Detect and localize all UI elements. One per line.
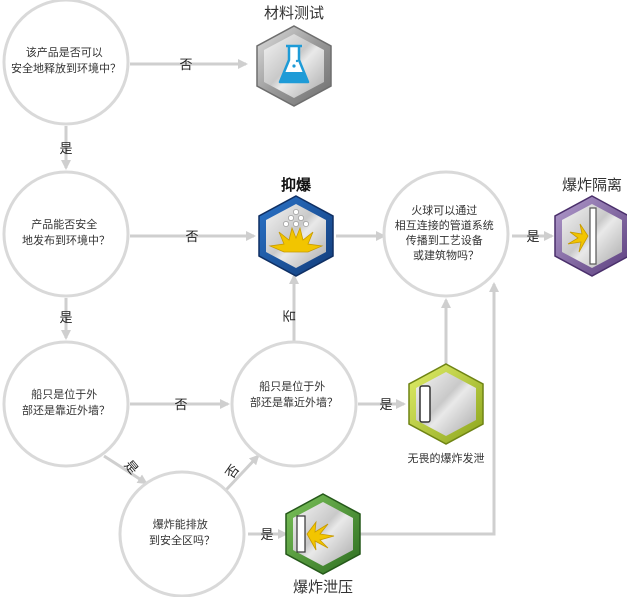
q3-line-2: 部还是靠近外墙？ xyxy=(22,403,110,417)
venting-caption: 爆炸泄压 xyxy=(293,578,353,596)
label-q4-no: 否 xyxy=(283,309,298,322)
svg-text:船只是位于外 部还是靠近外墙？: 船只是位于外 部还是靠近外墙？ xyxy=(22,387,110,417)
isolation-caption: 爆炸隔离 xyxy=(562,176,622,194)
decision-q2: 产品能否安全 地发布到环境中？ xyxy=(2,170,130,298)
suppression-burst-icon xyxy=(268,209,324,253)
flameless-venting-caption: 无畏的爆炸发泄 xyxy=(408,451,485,465)
vent-burst-icon xyxy=(296,515,335,553)
q5-line-2: 到安全区吗？ xyxy=(149,533,215,547)
label-q3-yes: 是 xyxy=(121,458,141,478)
outcome-venting: 爆炸泄压 xyxy=(285,493,361,596)
outcome-flameless-venting: 无畏的爆炸发泄 xyxy=(408,363,485,465)
svg-text:爆炸能排放 到安全区吗？: 爆炸能排放 到安全区吗？ xyxy=(149,517,215,547)
outcome-material-testing: 材料测试 xyxy=(256,4,332,107)
label-q1-no: 否 xyxy=(179,58,192,73)
edge-q5-to-q4 xyxy=(224,454,260,492)
material-testing-caption: 材料测试 xyxy=(264,4,324,22)
q5-line-1: 爆炸能排放 xyxy=(153,517,208,531)
svg-text:船只是位于外 部还是靠近外墙？: 船只是位于外 部还是靠近外墙？ xyxy=(250,379,338,409)
q1-line-2: 安全地释放到环境中？ xyxy=(11,61,121,75)
label-q5-no: 否 xyxy=(223,462,243,481)
svg-text:火球可以通过 相互连接的管道系统 传: 火球可以通过 相互连接的管道系统 传播到工艺设备 或建筑物吗？ xyxy=(395,203,498,262)
isolation-valve-icon xyxy=(567,207,597,265)
q6-line-1: 火球可以通过 xyxy=(411,203,477,217)
label-q1-yes: 是 xyxy=(59,142,72,157)
q6-line-3: 传播到工艺设备 xyxy=(406,233,483,247)
flameless-vent-icon xyxy=(419,385,431,423)
svg-text:产品能否安全 地发布到环境中？: 产品能否安全 地发布到环境中？ xyxy=(22,217,110,247)
label-q5-yes: 是 xyxy=(260,528,273,543)
edge-q3-to-q5 xyxy=(103,454,148,485)
decision-q1: 该产品是否可以 安全地释放到环境中？ xyxy=(2,0,130,126)
q6-line-2: 相互连接的管道系统 xyxy=(395,218,494,232)
svg-text:该产品是否可以 安全地释放到环境中？: 该产品是否可以 安全地释放到环境中？ xyxy=(11,45,121,75)
label-q3-no: 否 xyxy=(174,398,187,413)
label-q4-yes: 是 xyxy=(379,398,392,413)
q2-line-2: 地发布到环境中？ xyxy=(22,233,110,247)
decision-q4: 船只是位于外 部还是靠近外墙？ xyxy=(230,340,358,468)
q4-line-2: 部还是靠近外墙？ xyxy=(250,395,338,409)
decision-q5: 爆炸能排放 到安全区吗？ xyxy=(118,470,246,597)
label-q6-yes: 是 xyxy=(526,230,539,245)
q1-line-1: 该产品是否可以 xyxy=(26,45,103,59)
q4-line-1: 船只是位于外 xyxy=(259,379,325,393)
outcome-suppression: 抑爆 xyxy=(258,176,334,277)
edge-venting-to-q6 xyxy=(360,282,499,536)
q3-line-1: 船只是位于外 xyxy=(31,387,97,401)
flask-icon xyxy=(278,44,310,84)
outcome-isolation: 爆炸隔离 xyxy=(554,176,627,277)
q2-line-1: 产品能否安全 xyxy=(31,217,97,231)
q6-line-4: 或建筑物吗？ xyxy=(413,248,479,262)
decision-q3: 船只是位于外 部还是靠近外墙？ xyxy=(2,340,130,468)
label-q2-no: 否 xyxy=(185,230,198,245)
edge-labels: 否 是 否 是 否 是 否 否 是 是 是 xyxy=(59,58,539,543)
label-q2-yes: 是 xyxy=(59,311,72,326)
decision-q6: 火球可以通过 相互连接的管道系统 传播到工艺设备 或建筑物吗？ xyxy=(382,170,510,298)
suppression-caption: 抑爆 xyxy=(281,176,312,194)
connectors xyxy=(61,59,554,539)
